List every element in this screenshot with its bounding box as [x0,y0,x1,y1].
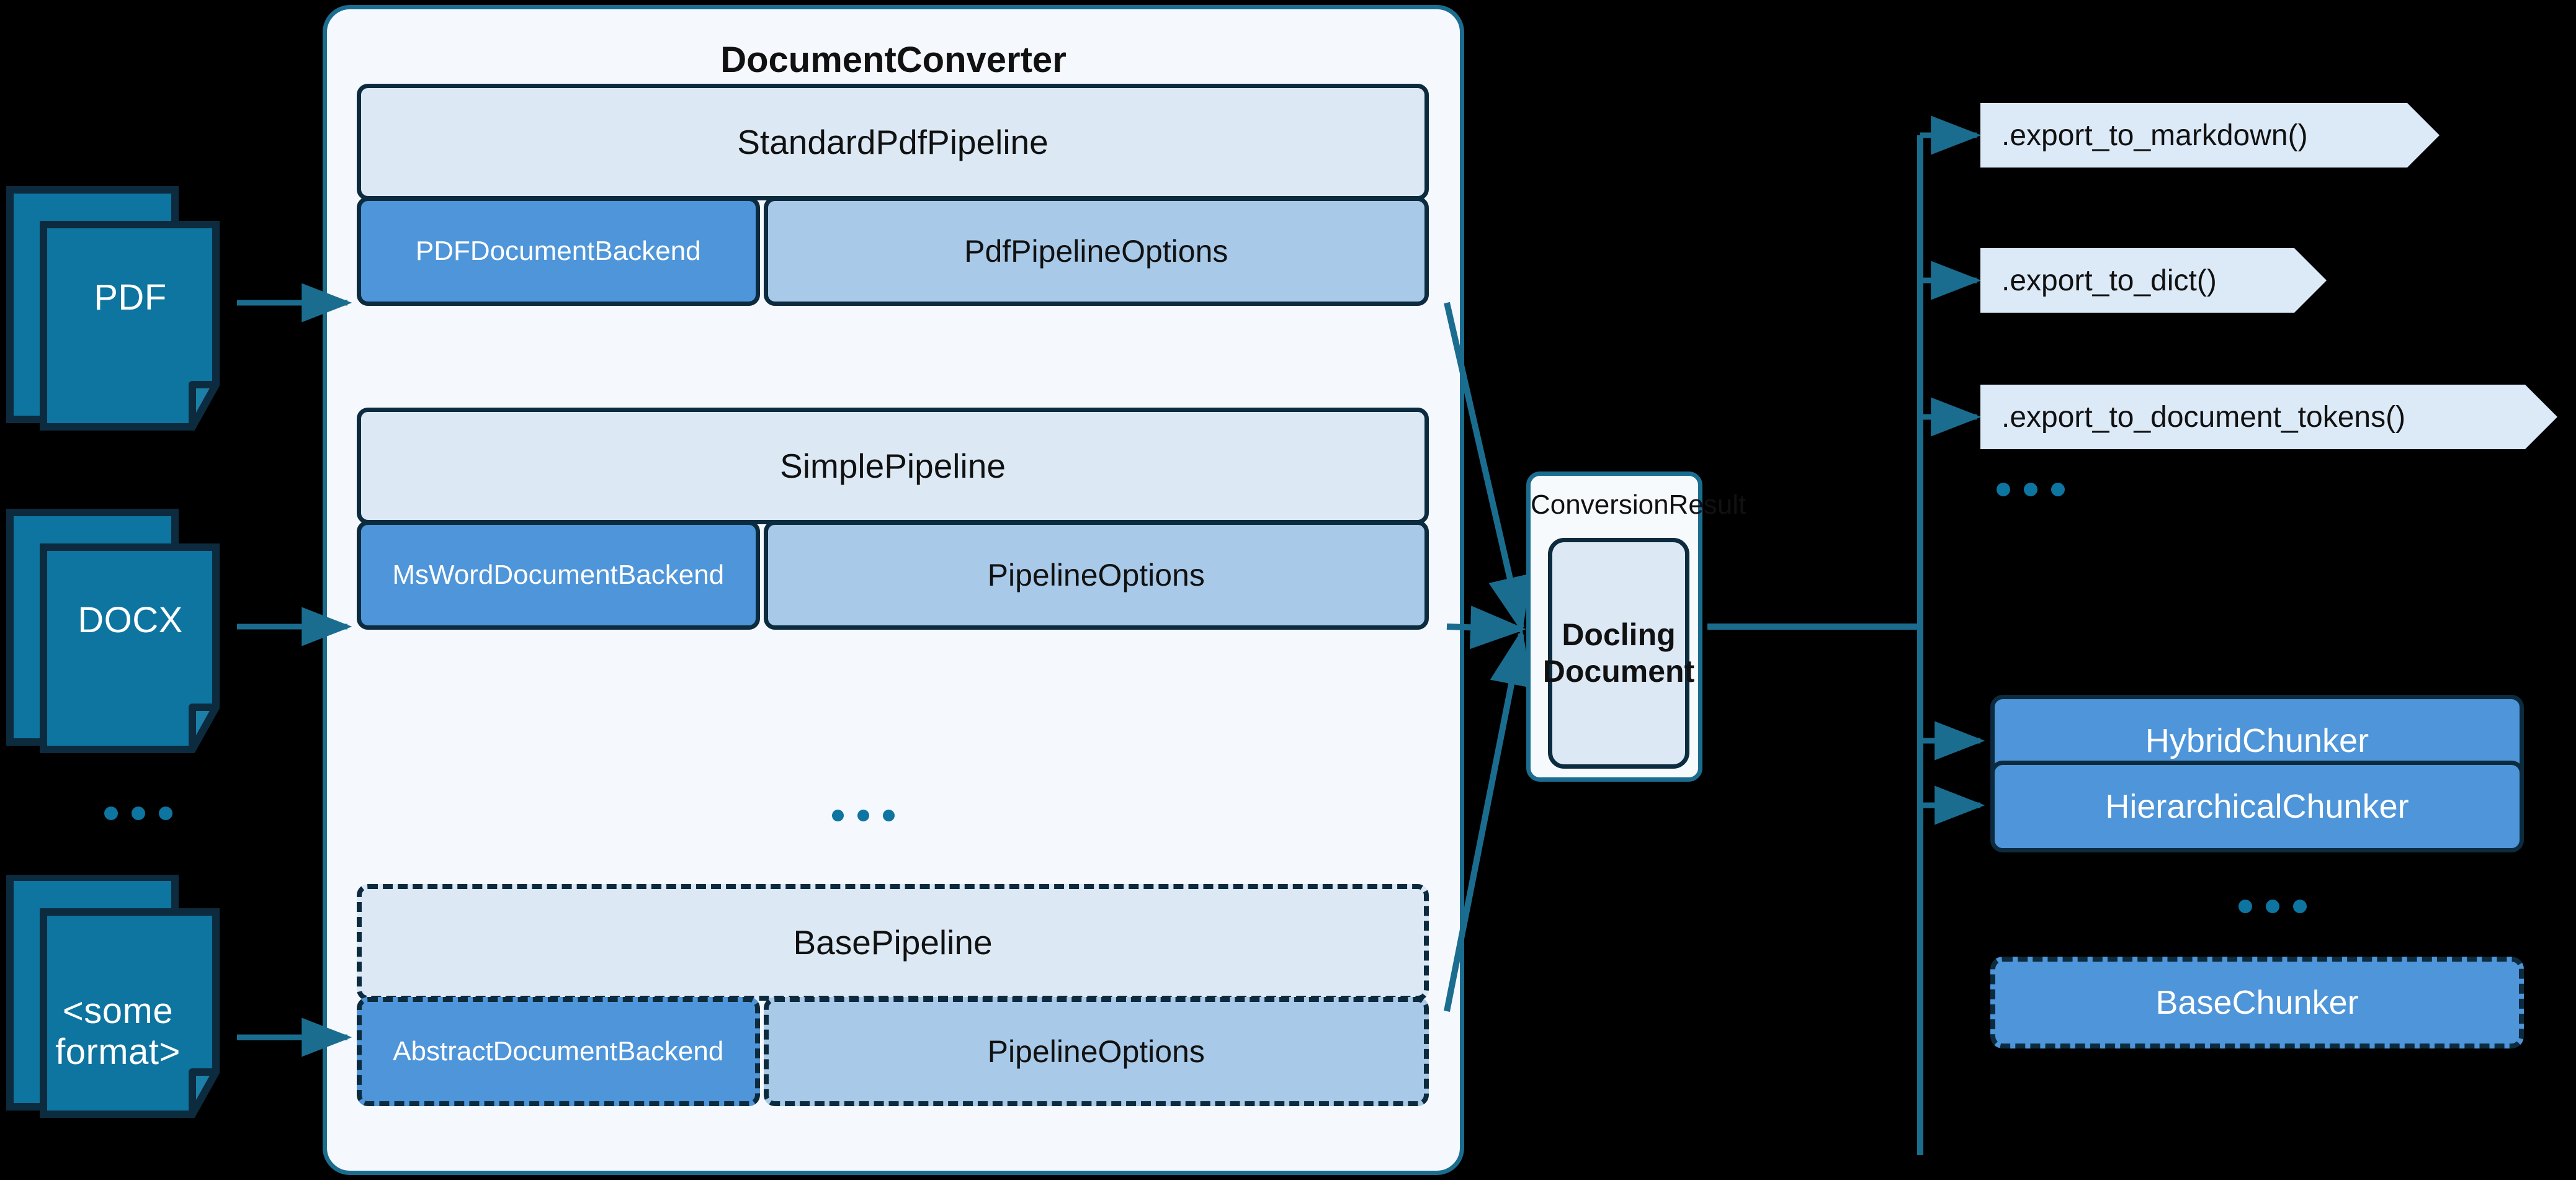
chunker-hierarchical[interactable]: HierarchicalChunker [1990,761,2524,852]
pipeline-group-simple: SimplePipeline MsWordDocumentBackend Pip… [357,408,1429,630]
input-doc-some-format[interactable] [6,875,237,1148]
docling-document-line1: Docling [1562,617,1676,652]
docling-document-box[interactable]: Docling Document [1543,538,1694,769]
pipeline-standardpdf-members: PDFDocumentBackend PdfPipelineOptions [357,197,1429,306]
docling-document-line2: Document [1542,654,1695,689]
export-chip-document-tokens[interactable]: .export_to_document_tokens() [1980,385,2557,449]
pipeline-simple-members: MsWordDocumentBackend PipelineOptions [357,521,1429,630]
wire-trunk-to-hierarchicalchunker [1917,805,1980,808]
pipeline-group-base: BasePipeline AbstractDocumentBackend Pip… [357,884,1429,1106]
pipeline-simplepipeline[interactable]: SimplePipeline [357,408,1429,524]
input-doc-pdf[interactable] [6,168,237,440]
document-converter-container: DocumentConverter StandardPdfPipeline PD… [323,5,1464,1175]
input-docs-ellipsis [104,807,172,820]
exports-ellipsis [1997,483,2065,496]
options-pipelineoptions-simple[interactable]: PipelineOptions [763,521,1429,630]
converter-pipelines-ellipsis [832,810,895,821]
chunkers-ellipsis [2238,900,2307,913]
conversion-result-label: ConversionResult [1531,489,1746,520]
backend-msworddocumentbackend[interactable]: MsWordDocumentBackend [357,521,760,630]
chunker-base[interactable]: BaseChunker [1990,957,2524,1048]
pipeline-standardpdfpipeline[interactable]: StandardPdfPipeline [357,84,1429,200]
backend-abstractdocumentbackend[interactable]: AbstractDocumentBackend [357,997,760,1106]
pipeline-group-standardpdf: StandardPdfPipeline PDFDocumentBackend P… [357,84,1429,306]
document-converter-title: DocumentConverter [720,40,1067,80]
backend-pdfdocumentbackend[interactable]: PDFDocumentBackend [357,197,760,306]
options-pipelineoptions-base[interactable]: PipelineOptions [763,997,1429,1106]
pipeline-basepipeline[interactable]: BasePipeline [357,884,1429,1001]
export-chip-dict[interactable]: .export_to_dict() [1980,248,2327,313]
export-chip-markdown[interactable]: .export_to_markdown() [1980,103,2440,168]
options-pdfpipelineoptions[interactable]: PdfPipelineOptions [763,197,1429,306]
conversion-result-container: ConversionResult Docling Document [1526,472,1746,782]
pipeline-base-members: AbstractDocumentBackend PipelineOptions [357,997,1429,1106]
input-doc-docx[interactable] [6,490,237,763]
